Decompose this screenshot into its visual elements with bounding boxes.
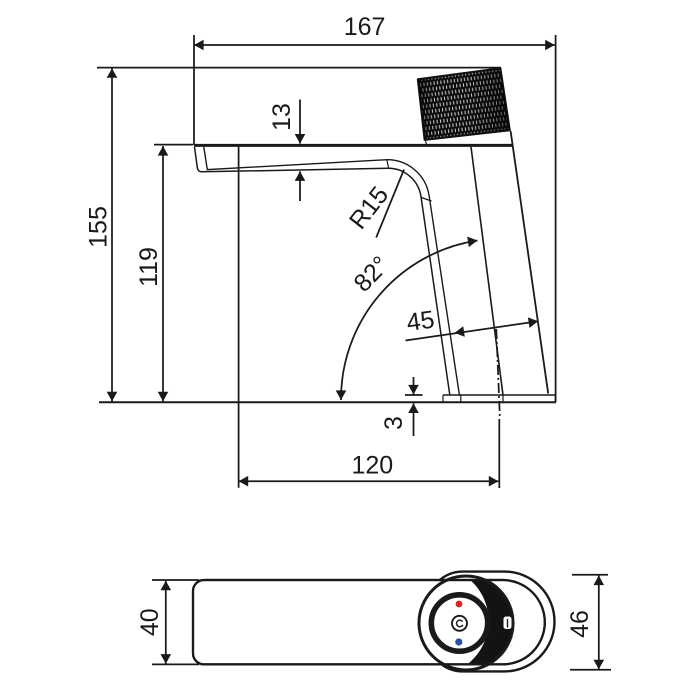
svg-text:46: 46 [566, 610, 594, 638]
svg-text:45: 45 [405, 305, 436, 337]
svg-text:167: 167 [344, 13, 386, 41]
svg-text:82°: 82° [348, 251, 394, 298]
svg-text:155: 155 [85, 206, 113, 248]
svg-text:R15: R15 [344, 181, 394, 234]
svg-text:120: 120 [351, 452, 393, 480]
svg-text:40: 40 [136, 608, 164, 636]
svg-text:13: 13 [268, 103, 296, 131]
svg-text:3: 3 [380, 416, 408, 430]
svg-text:119: 119 [135, 247, 163, 287]
